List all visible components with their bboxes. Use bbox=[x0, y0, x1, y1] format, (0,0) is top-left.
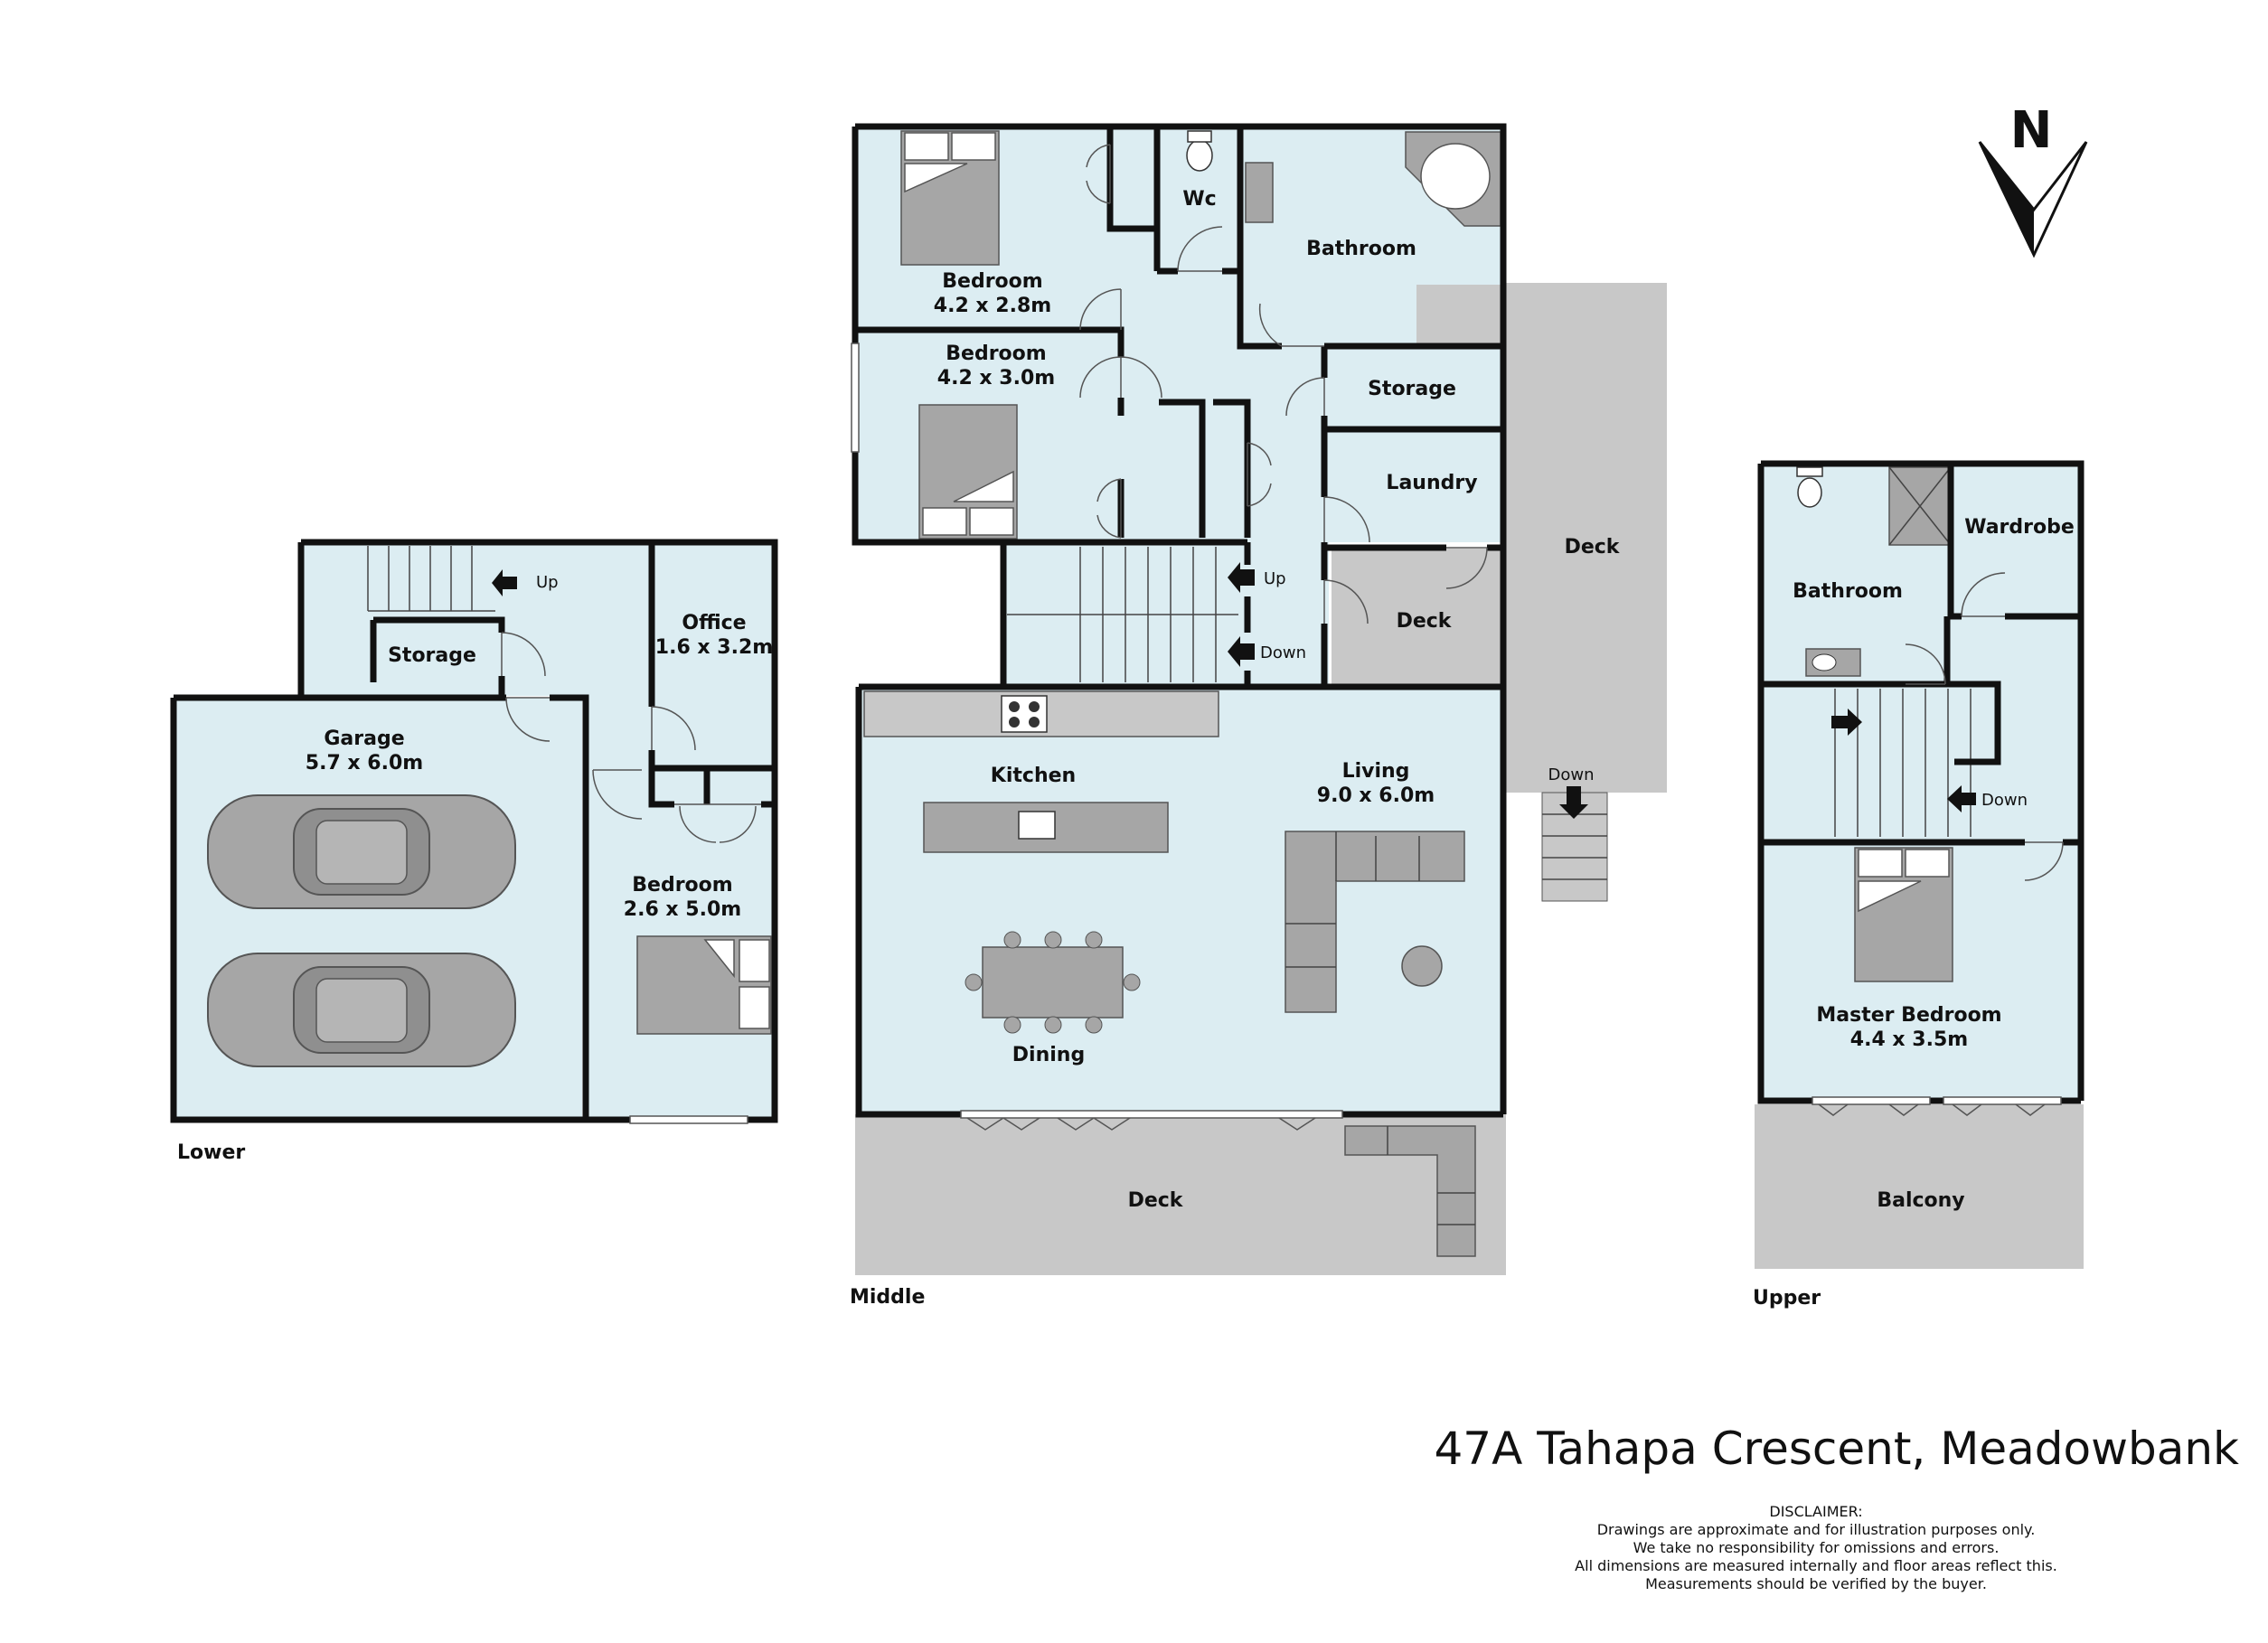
bed2 bbox=[918, 404, 1018, 540]
balcony-label: Balcony bbox=[1877, 1189, 1964, 1212]
middle-floor-label: Middle bbox=[850, 1286, 925, 1309]
middle-up-label: Up bbox=[1264, 569, 1286, 588]
middle-down-arrow-icon bbox=[1228, 636, 1255, 667]
side-deck bbox=[1506, 283, 1667, 793]
garage-label: Garage bbox=[324, 728, 404, 750]
living-size: 9.0 x 6.0m bbox=[1317, 784, 1435, 807]
bathroom-label: Bathroom bbox=[1306, 238, 1416, 260]
bed1-size: 4.2 x 2.8m bbox=[934, 295, 1051, 317]
lower-floor: Up Storage Office 1.6 x 3.2m Garage 5.7 … bbox=[170, 539, 778, 1164]
office-size: 1.6 x 3.2m bbox=[655, 636, 773, 659]
lower-floor-label: Lower bbox=[177, 1141, 245, 1164]
lower-corridor-fill bbox=[584, 696, 652, 770]
deck-down-label: Down bbox=[1548, 765, 1594, 784]
upper-stairs bbox=[1834, 689, 1972, 837]
office-label: Office bbox=[682, 612, 746, 634]
upper-down-arrow-icon bbox=[1947, 785, 1976, 812]
disclaimer-line: We take no responsibility for omissions … bbox=[1633, 1539, 2000, 1556]
upper-floor-label: Upper bbox=[1753, 1287, 1821, 1310]
middle-stairs bbox=[1007, 547, 1238, 682]
car-bottom bbox=[207, 953, 516, 1067]
laundry-label: Laundry bbox=[1386, 472, 1477, 494]
upper-right-arrow-icon bbox=[1831, 709, 1862, 736]
upper-floor: Bathroom Wardrobe Down Master Bedroom 4.… bbox=[1753, 460, 2084, 1310]
middle-floor: Bedroom 4.2 x 2.8m Bedroom 4.2 x 3.0m Wc… bbox=[850, 123, 1667, 1309]
front-deck-label: Deck bbox=[1128, 1189, 1184, 1212]
master-bedroom-size: 4.4 x 3.5m bbox=[1850, 1028, 1968, 1051]
small-deck-fill bbox=[1332, 549, 1503, 684]
wardrobe-label: Wardrobe bbox=[1964, 516, 2075, 539]
outdoor-sofa bbox=[1344, 1125, 1476, 1257]
upper-down-label: Down bbox=[1981, 791, 2028, 810]
master-bedroom-label: Master Bedroom bbox=[1816, 1004, 2001, 1027]
bed2-label: Bedroom bbox=[946, 343, 1046, 365]
lower-up-arrow-icon bbox=[492, 569, 517, 596]
lower-bed bbox=[636, 935, 772, 1035]
side-deck-label: Deck bbox=[1565, 536, 1621, 559]
living-sofa bbox=[1285, 831, 1465, 1013]
balcony-fill bbox=[1755, 1104, 2084, 1269]
office-fill bbox=[652, 542, 772, 765]
wc-toilet-icon bbox=[1186, 139, 1213, 172]
disclaimer-line: Drawings are approximate and for illustr… bbox=[1597, 1521, 2036, 1538]
car-top bbox=[207, 794, 516, 909]
compass: N bbox=[1978, 101, 2088, 258]
round-table bbox=[1401, 945, 1443, 987]
address-title: 47A Tahapa Crescent, Meadowbank bbox=[1434, 1422, 2239, 1475]
disclaimer: DISCLAIMER: Drawings are approximate and… bbox=[1575, 1503, 2057, 1592]
compass-n-label: N bbox=[2010, 101, 2053, 160]
bed1 bbox=[900, 130, 1000, 266]
lower-bedroom-size: 2.6 x 5.0m bbox=[624, 898, 741, 921]
dining-label: Dining bbox=[1012, 1044, 1085, 1066]
disclaimer-line: All dimensions are measured internally a… bbox=[1575, 1557, 2057, 1574]
garage-size: 5.7 x 6.0m bbox=[306, 752, 423, 775]
living-label: Living bbox=[1342, 760, 1410, 783]
kitchen-label: Kitchen bbox=[991, 765, 1076, 787]
small-deck-label: Deck bbox=[1397, 610, 1453, 633]
bath-tub bbox=[1405, 131, 1501, 227]
vanity bbox=[1245, 162, 1274, 223]
master-bed bbox=[1854, 847, 1953, 982]
lower-bedroom-label: Bedroom bbox=[632, 874, 732, 897]
upper-toilet-icon bbox=[1797, 477, 1822, 508]
bath-grey bbox=[1416, 285, 1503, 344]
wc-label: Wc bbox=[1182, 188, 1216, 211]
dining-table bbox=[965, 931, 1141, 1034]
bed1-label: Bedroom bbox=[942, 270, 1042, 293]
lower-up-label: Up bbox=[536, 573, 559, 592]
bed2-size: 4.2 x 3.0m bbox=[937, 367, 1055, 390]
cooktop-icon bbox=[1001, 695, 1048, 733]
middle-down-label: Down bbox=[1260, 643, 1306, 662]
lower-storage-label: Storage bbox=[388, 644, 476, 667]
sink-icon bbox=[1018, 811, 1056, 840]
upper-bathroom-label: Bathroom bbox=[1793, 580, 1903, 603]
disclaimer-line: DISCLAIMER: bbox=[1769, 1503, 1862, 1520]
middle-up-arrow-icon bbox=[1228, 562, 1255, 593]
lower-stairs bbox=[367, 546, 495, 612]
storage-label: Storage bbox=[1368, 378, 1456, 400]
deck-down-arrow-icon bbox=[1559, 786, 1588, 819]
upper-shower bbox=[1888, 466, 1952, 546]
disclaimer-line: Measurements should be verified by the b… bbox=[1645, 1575, 1987, 1592]
